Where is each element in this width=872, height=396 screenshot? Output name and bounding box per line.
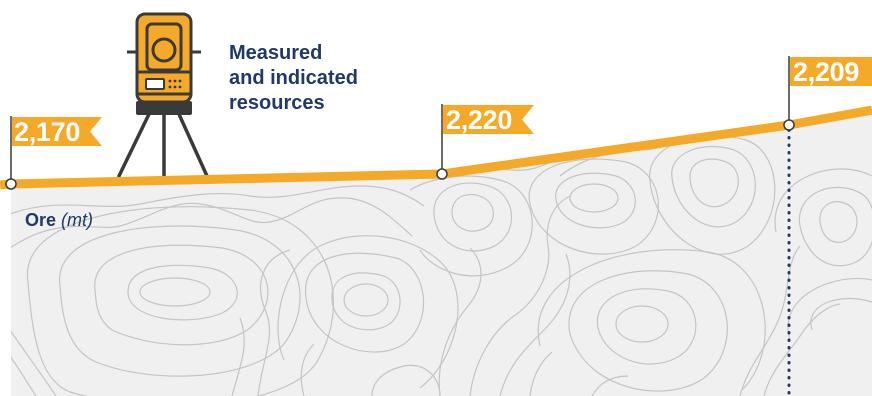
survey-point-marker [436, 168, 448, 180]
heading-line-3: resources [229, 92, 325, 114]
survey-point-marker [5, 178, 17, 190]
ore-label: Ore (mt) [25, 209, 93, 231]
total-station-on-tripod-icon [117, 12, 209, 180]
instrument-keypad [168, 79, 182, 89]
ore-word: Ore [25, 210, 57, 230]
tripod-head [136, 101, 192, 115]
pennant-flag-icon [790, 57, 872, 86]
flag-label-2220: 2,220 [446, 105, 513, 135]
resources-heading: Measured and indicated resources [229, 41, 358, 116]
pennant-flag-icon [12, 117, 102, 146]
ground-section [11, 110, 872, 396]
telescope-lens [151, 37, 177, 63]
tripod [117, 110, 209, 180]
survey-point-markers [5, 119, 795, 190]
flag-label-2209: 2,209 [793, 57, 860, 87]
flag-poles [10, 56, 790, 184]
flag-label-2170: 2,170 [14, 117, 81, 147]
instrument-screen [145, 78, 165, 90]
heading-line-2: and indicated [229, 67, 358, 89]
pennant-flag-icon [443, 105, 534, 134]
survey-point-marker [783, 119, 795, 131]
pennant-flags [12, 57, 872, 146]
heading-line-1: Measured [229, 42, 323, 64]
ore-unit: (mt) [61, 210, 94, 230]
